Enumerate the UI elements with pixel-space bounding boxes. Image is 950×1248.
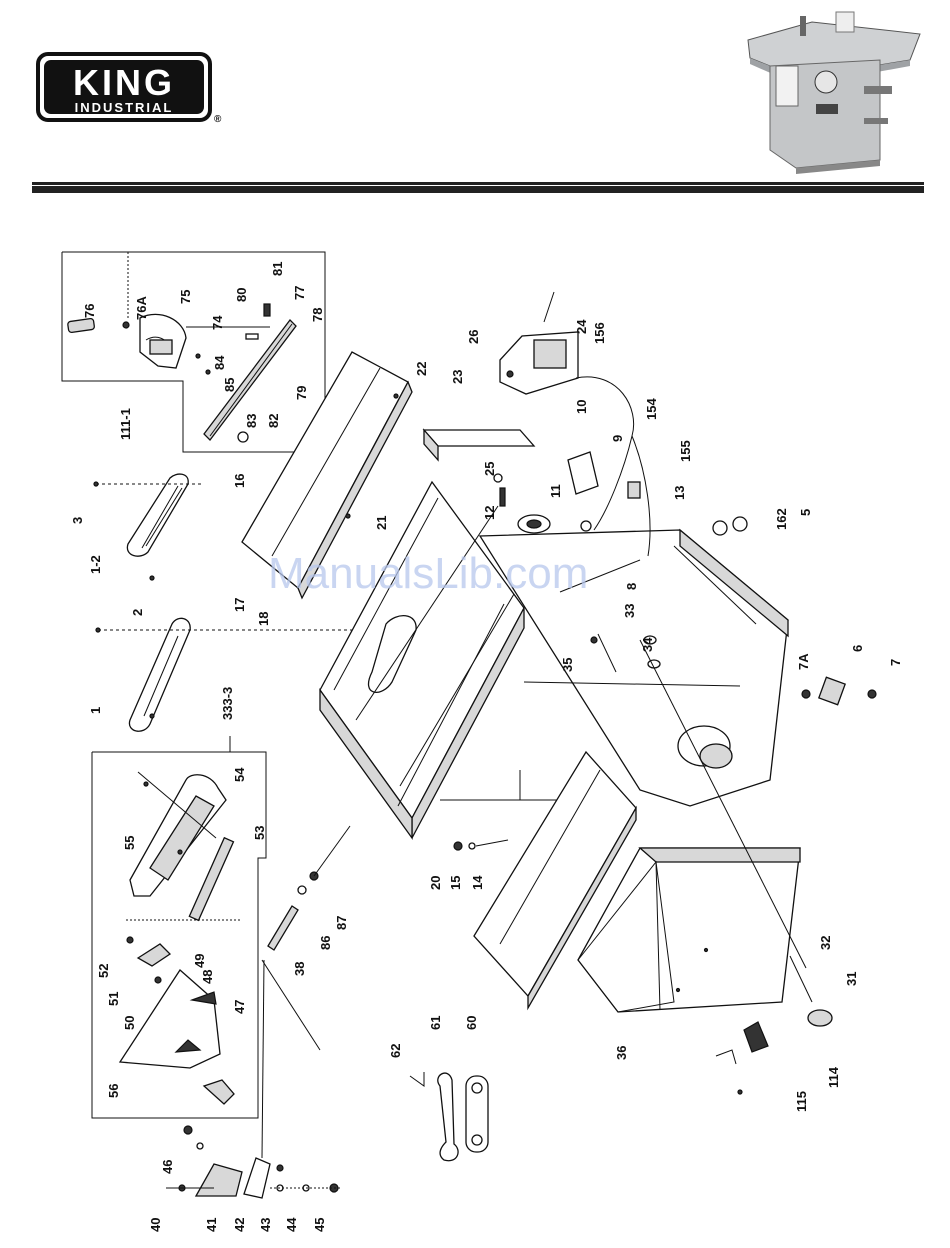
- callout-31: 31: [844, 972, 859, 986]
- callout-75: 75: [178, 290, 193, 304]
- callout-5: 5: [798, 509, 813, 516]
- callout-49: 49: [192, 954, 207, 968]
- callout-41: 41: [204, 1218, 219, 1232]
- callout-77: 77: [292, 286, 307, 300]
- callout-34: 34: [640, 637, 655, 652]
- wrench-set: [410, 1072, 488, 1161]
- callout-48: 48: [200, 970, 215, 984]
- callout-53: 53: [252, 826, 267, 840]
- watermark-text: ManualsLib.com: [268, 549, 588, 598]
- callout-62: 62: [388, 1044, 403, 1058]
- callout-82: 82: [266, 414, 281, 428]
- callout-10: 10: [574, 400, 589, 414]
- callout-14: 14: [470, 875, 485, 890]
- callout-83: 83: [244, 414, 259, 428]
- callout-26: 26: [466, 330, 481, 344]
- callout-54: 54: [232, 767, 247, 782]
- callout-18: 18: [256, 612, 271, 626]
- callout-51: 51: [106, 992, 121, 1006]
- callout-6: 6: [850, 645, 865, 652]
- main-saw-body: [242, 292, 876, 1094]
- callout-20: 20: [428, 876, 443, 890]
- callout-1-2: 1-2: [88, 555, 103, 574]
- detail-box-333-3: [92, 736, 266, 1118]
- table-saw-photo: [748, 12, 920, 174]
- callout-33: 33: [622, 604, 637, 618]
- callout-86: 86: [318, 936, 333, 950]
- callout-61: 61: [428, 1016, 443, 1030]
- rod-group: [268, 826, 350, 950]
- callout-60: 60: [464, 1016, 479, 1030]
- callout-56: 56: [106, 1084, 121, 1098]
- callout-43: 43: [258, 1218, 273, 1232]
- callout-74: 74: [210, 315, 225, 330]
- callout-12: 12: [482, 506, 497, 520]
- callout-22: 22: [414, 362, 429, 376]
- callout-15: 15: [448, 876, 463, 890]
- callout-7a: 7A: [796, 653, 811, 670]
- callout-50: 50: [122, 1016, 137, 1030]
- callout-55: 55: [122, 836, 137, 850]
- callout-85: 85: [222, 378, 237, 392]
- callout-155: 155: [678, 440, 693, 462]
- callout-21: 21: [374, 516, 389, 530]
- callout-46: 46: [160, 1160, 175, 1174]
- callout-52: 52: [96, 964, 111, 978]
- callout-40: 40: [148, 1218, 163, 1232]
- callout-44: 44: [284, 1217, 299, 1232]
- callout-154: 154: [644, 398, 659, 420]
- callout-11: 11: [548, 484, 563, 498]
- callout-32: 32: [818, 936, 833, 950]
- callout-3: 3: [70, 517, 85, 524]
- callout-115: 115: [794, 1091, 809, 1112]
- callout-162: 162: [774, 508, 789, 530]
- callout-114: 114: [826, 1066, 841, 1088]
- callout-156: 156: [592, 322, 607, 344]
- detail-box-111-1: [62, 252, 325, 452]
- callout-7: 7: [888, 659, 903, 666]
- callout-23: 23: [450, 370, 465, 384]
- callout-81: 81: [270, 262, 285, 276]
- callout-76a: 76A: [134, 296, 149, 320]
- callout-111-1: 111-1: [118, 408, 133, 440]
- callout-76: 76: [82, 304, 97, 318]
- callout-24: 24: [574, 319, 589, 334]
- callout-1: 1: [88, 707, 103, 714]
- callout-333-3: 333-3: [220, 687, 235, 720]
- callout-47: 47: [232, 1000, 247, 1014]
- callout-17: 17: [232, 598, 247, 612]
- callout-84: 84: [212, 355, 227, 370]
- callout-87: 87: [334, 916, 349, 930]
- callout-16: 16: [232, 474, 247, 488]
- callout-80: 80: [234, 288, 249, 302]
- callout-8: 8: [624, 583, 639, 590]
- callout-45: 45: [312, 1218, 327, 1232]
- callout-35: 35: [560, 658, 575, 672]
- callout-9: 9: [610, 435, 625, 442]
- callout-36: 36: [614, 1046, 629, 1060]
- callout-42: 42: [232, 1218, 247, 1232]
- callout-2: 2: [130, 609, 145, 616]
- callout-78: 78: [310, 308, 325, 322]
- callout-38: 38: [292, 962, 307, 976]
- callout-79: 79: [294, 386, 309, 400]
- callout-13: 13: [672, 486, 687, 500]
- callout-25: 25: [482, 462, 497, 476]
